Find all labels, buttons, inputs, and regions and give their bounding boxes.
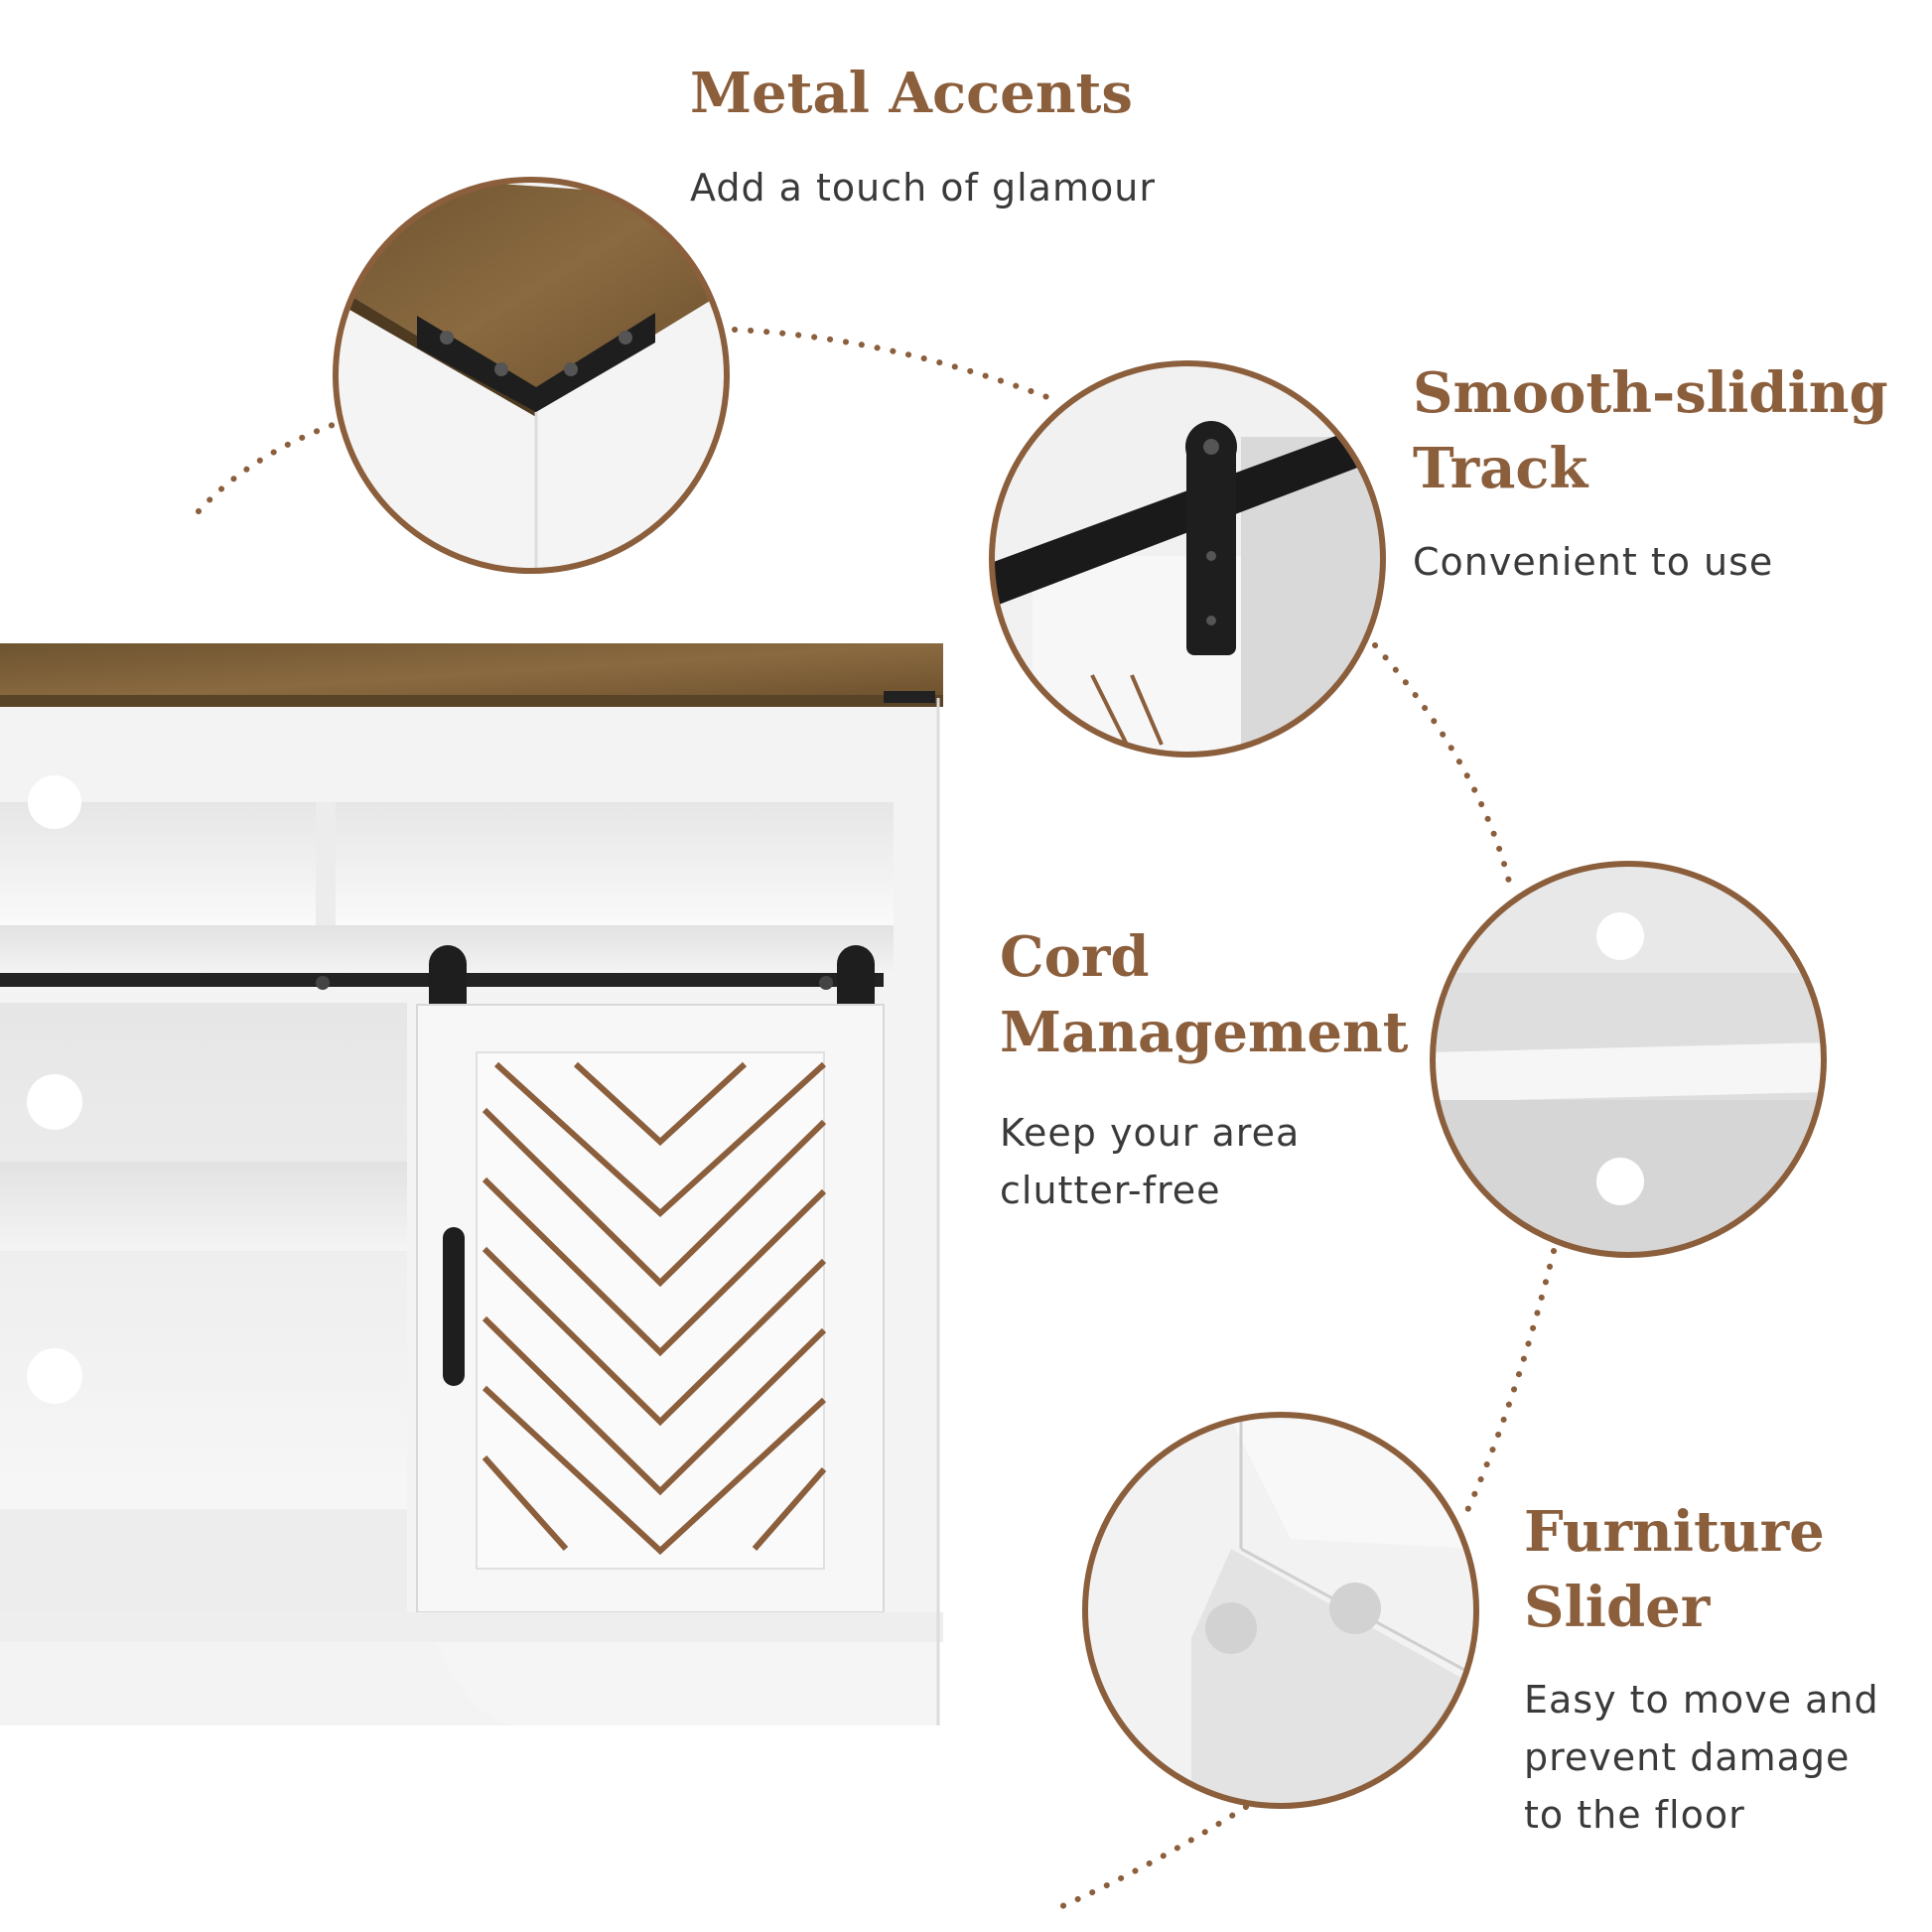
feature-description: Add a touch of glamour [690, 159, 1156, 216]
feature-title: Smooth-sliding Track [1413, 355, 1888, 506]
feature-description-line: prevent damage [1524, 1735, 1851, 1779]
sliding-track-closeup [989, 360, 1386, 758]
feature-description-line: Convenient to use [1413, 540, 1774, 584]
feature-title: Furniture Slider [1524, 1494, 1825, 1645]
feature-title-line: Management [1000, 1000, 1409, 1065]
feature-title-line: Cord [1000, 924, 1150, 990]
feature-title-line: Track [1413, 436, 1588, 501]
feature-title-line: Furniture [1524, 1499, 1825, 1565]
feature-title: Cord Management [1000, 919, 1409, 1070]
feature-description-line: to the floor [1524, 1793, 1745, 1837]
furniture-slider-closeup [1082, 1412, 1479, 1809]
feature-description-line: Keep your area [1000, 1111, 1301, 1155]
feature-description-line: Easy to move and [1524, 1678, 1879, 1722]
feature-title-line: Metal Accents [690, 61, 1133, 126]
feature-title-line: Slider [1524, 1575, 1711, 1640]
feature-title-line: Smooth-sliding [1413, 360, 1888, 426]
feature-description-line: clutter-free [1000, 1169, 1221, 1212]
cord-management-closeup [1430, 861, 1827, 1258]
metal-accents-closeup [333, 177, 730, 574]
tv-cabinet [0, 643, 943, 1725]
feature-description: Convenient to use [1413, 533, 1773, 591]
dotted-connector-arc [196, 327, 1557, 1909]
feature-title: Metal Accents [690, 56, 1133, 131]
feature-description: Easy to move and prevent damage to the f… [1524, 1671, 1879, 1844]
feature-description: Keep your area clutter-free [1000, 1104, 1300, 1219]
feature-description-line: Add a touch of glamour [690, 166, 1156, 209]
